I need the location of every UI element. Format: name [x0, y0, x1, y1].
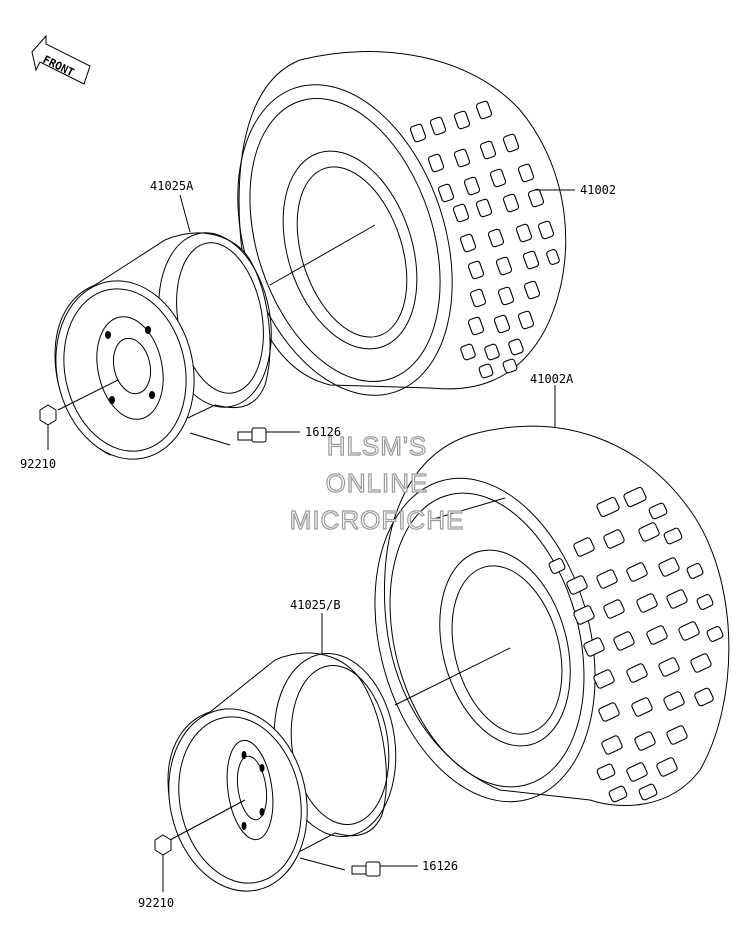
watermark: HLSM'S ONLINE MICROFICHE [289, 430, 465, 535]
rear-valve-icon [351, 861, 418, 877]
watermark-line-2: ONLINE [326, 468, 429, 498]
watermark-line-3: MICROFICHE [290, 505, 465, 535]
part-label-tire-front: 41002 [580, 183, 616, 197]
rear-tire [374, 425, 730, 807]
rear-nut-icon [154, 834, 172, 892]
part-label-wheel-front: 41025A [150, 179, 194, 193]
part-label-valve-rear: 16126 [422, 859, 458, 873]
part-label-nut-front: 92210 [20, 457, 56, 471]
part-label-valve-front: 16126 [305, 425, 341, 439]
part-label-wheel-rear: 41025/B [290, 598, 341, 612]
rear-tire-tread-icon [548, 486, 724, 803]
part-label-nut-rear: 92210 [138, 896, 174, 910]
front-valve-icon [237, 427, 300, 443]
watermark-line-1: HLSM'S [327, 431, 428, 461]
front-arrow-icon: FRONT [31, 34, 91, 85]
front-nut-icon [39, 404, 57, 450]
rear-wheel [167, 652, 397, 892]
front-tire [237, 51, 567, 396]
front-wheel [54, 232, 272, 460]
leader-41025a [179, 194, 191, 233]
front-tire-tread-icon [409, 100, 560, 379]
part-label-tire-rear: 41002A [530, 372, 574, 386]
